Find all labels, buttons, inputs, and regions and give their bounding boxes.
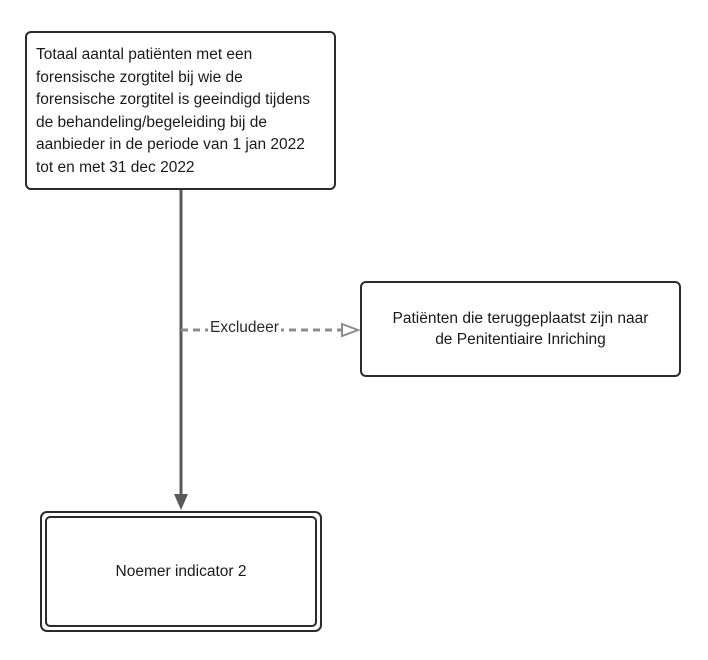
- main-connector-arrowhead: [174, 494, 188, 510]
- population-text: Totaal aantal patiënten met een forensis…: [36, 46, 310, 176]
- exclusion-box: Patiënten die teruggeplaatst zijn naar d…: [360, 281, 681, 377]
- result-text: Noemer indicator 2: [115, 562, 247, 580]
- exclude-label: Excludeer: [208, 318, 281, 338]
- exclude-connector-arrowhead: [341, 322, 361, 338]
- result-box: Noemer indicator 2: [40, 511, 322, 632]
- population-box: Totaal aantal patiënten met een forensis…: [25, 31, 336, 190]
- result-box-inner: Noemer indicator 2: [45, 516, 317, 627]
- exclusion-text: Patiënten die teruggeplaatst zijn naar d…: [392, 310, 649, 348]
